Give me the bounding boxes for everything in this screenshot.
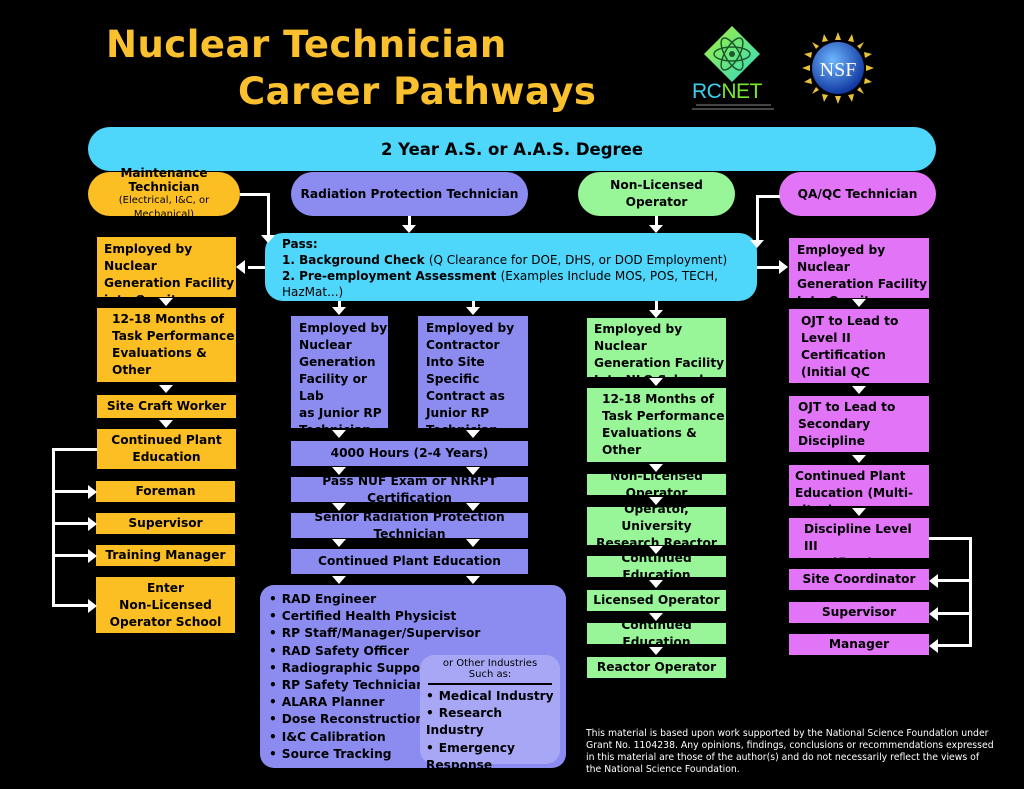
industry-item: Emergency Response [426, 740, 560, 774]
title-line-2: Career Pathways [238, 70, 597, 113]
qaqc-branch-site-coordinator: Site Coordinator [789, 569, 929, 590]
qaqc-step-4: Continued Plant Education (Multi-sites) [789, 465, 929, 517]
maintenance-branch-supervisor: Supervisor [96, 513, 235, 534]
pass-heading: Pass: [282, 237, 318, 251]
other-industries-divider [428, 683, 552, 685]
industry-item: Homeland Security [426, 774, 560, 789]
title-line-1: Nuclear Technician [106, 23, 507, 66]
outcome-item: Dose Reconstruction [269, 711, 566, 728]
nlo-step-1: Employed by Nuclear Generation Facility … [587, 318, 726, 387]
degree-label: 2 Year A.S. or A.A.S. Degree [380, 139, 644, 159]
maintenance-branch-foreman: Foreman [96, 481, 235, 502]
pass-item-1: 1. Background Check (Q Clearance for DOE… [282, 253, 728, 267]
rcnet-logo: RCNET [690, 24, 775, 110]
degree-banner: 2 Year A.S. or A.A.S. Degree [88, 127, 936, 171]
nlo-step-5: Continued Education [587, 551, 726, 582]
nlo-step-8: Reactor Operator [587, 657, 726, 678]
nsf-logo: NSF [800, 30, 876, 106]
outcome-item: ALARA Planner [269, 694, 566, 711]
maintenance-branch-training-manager: Training Manager [96, 545, 235, 566]
nlo-step-3: Non-Licensed Operator [587, 469, 726, 500]
maintenance-step-4: Continued Plant Education [97, 429, 236, 469]
nlo-step-2: 12-18 Months of Task Performance Evaluat… [587, 388, 726, 474]
radiation-split-contractor: Employed by Contractor Into Site Specifi… [418, 316, 528, 437]
other-industries-list: Medical Industry Research Industry Emerg… [426, 688, 560, 789]
track-maintenance-header[interactable]: Maintenance Technician (Electrical, I&C,… [88, 166, 240, 220]
maintenance-step-3: Site Craft Worker [97, 395, 236, 418]
maintenance-step-2: 12-18 Months of Task Performance Evaluat… [97, 308, 236, 394]
atom-diamond-icon [704, 26, 760, 82]
radiation-split-facility: Employed by Nuclear Generation Facility … [291, 316, 388, 437]
globe-seal-icon: NSF [802, 32, 874, 104]
industry-item: Medical Industry [426, 688, 560, 705]
radiation-step-1: 4000 Hours (2-4 Years) [291, 441, 528, 466]
nlo-step-6: Licensed Operator [587, 590, 726, 611]
outcome-item: RAD Engineer [269, 591, 566, 608]
qaqc-branch-manager: Manager [789, 634, 929, 655]
radiation-step-2: Pass NUF Exam or NRRPT Certification [291, 474, 528, 505]
rcnet-tagline [696, 104, 771, 106]
track-nlo-label: Non-Licensed Operator [610, 178, 703, 209]
industry-item: Research Industry [426, 705, 560, 739]
maintenance-branch-nlo-school: Enter Non-Licensed Operator School [96, 577, 235, 633]
qaqc-step-2: OJT to Lead to Level II Certification (I… [789, 309, 929, 396]
qaqc-step-3: OJT to Lead to Secondary Discipline Leve… [789, 396, 929, 482]
track-qaqc-label: QA/QC Technician [797, 186, 918, 201]
rcnet-wordmark: RCNET [692, 80, 762, 103]
pass-requirements-box: Pass: 1. Background Check (Q Clearance f… [265, 233, 757, 315]
rcnet-tagline-2 [692, 108, 774, 110]
nlo-step-7: Continued Education [587, 618, 726, 649]
track-qaqc-header[interactable]: QA/QC Technician [779, 172, 936, 216]
maintenance-step-1: Employed by Nuclear Generation Facility … [97, 237, 236, 324]
svg-text:NSF: NSF [820, 59, 857, 81]
other-industries-box: or Other Industries Such as: Medical Ind… [420, 655, 560, 789]
track-maintenance-label: Maintenance Technician [120, 166, 208, 194]
nsf-disclaimer: This material is based upon work support… [586, 728, 994, 775]
qaqc-step-1: Employed by Nuclear Generation Facility … [789, 238, 929, 325]
pass-item-3: 3. Badging [282, 301, 355, 315]
outcome-item: I&C Calibration [269, 729, 566, 746]
radiation-step-4: Continued Plant Education [291, 549, 528, 574]
radiation-outcomes-list: RAD Engineer Certified Health Physicist … [269, 591, 566, 763]
outcome-item: RP Safety Technician [269, 677, 566, 694]
qaqc-step-5: Discipline Level III Certification [789, 518, 929, 570]
track-radiation-label: Radiation Protection Technician [300, 186, 519, 201]
radiation-step-3: Senior Radiation Protection Technician [291, 510, 528, 541]
outcome-item: Source Tracking [269, 746, 566, 763]
outcome-item: RAD Safety Officer [269, 643, 566, 660]
outcome-item: Radiographic Support [269, 660, 566, 677]
outcome-item: Certified Health Physicist [269, 608, 566, 625]
outcome-item: RP Staff/Manager/Supervisor [269, 625, 566, 642]
other-industries-heading: or Other Industries Such as: [442, 658, 538, 680]
pass-item-2: 2. Pre-employment Assessment (Examples I… [282, 269, 718, 299]
track-nlo-header[interactable]: Non-Licensed Operator [578, 172, 735, 216]
track-radiation-header[interactable]: Radiation Protection Technician [291, 172, 528, 216]
qaqc-branch-supervisor: Supervisor [789, 602, 929, 623]
nlo-step-4: Operator, University Research Reactor [587, 502, 726, 550]
track-maintenance-sublabel: (Electrical, I&C, or Mechanical) [118, 195, 210, 220]
